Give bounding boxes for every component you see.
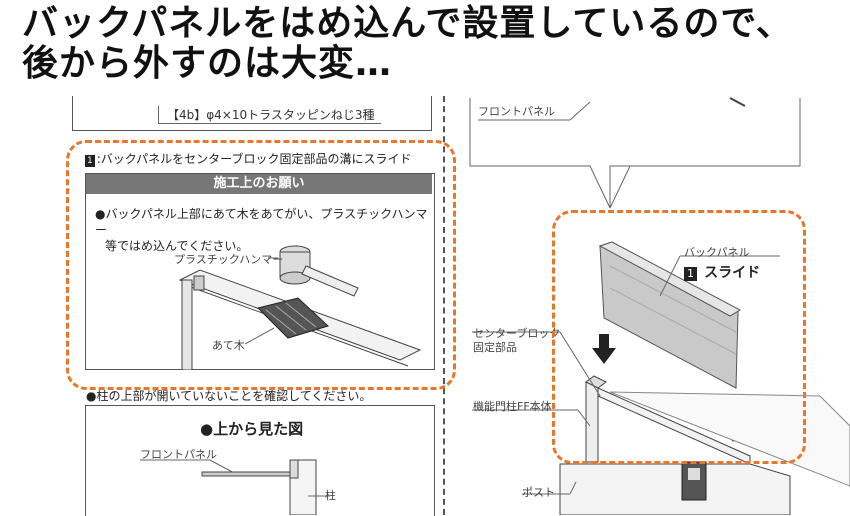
bottom-box: [85, 405, 435, 516]
page-divider: [443, 96, 445, 515]
slide-step-number: 1: [684, 267, 697, 281]
spec-box: [72, 96, 432, 131]
post-label: ポスト: [522, 486, 555, 499]
spec-label: 【4b】φ4×10トラスタッピンねじ3種: [158, 106, 381, 124]
caption-line-2: 後から外すのは大変…: [22, 43, 393, 84]
note-box: [85, 173, 435, 370]
gate-body-label: 機能門柱FF本体: [473, 400, 552, 413]
highlight-left: [66, 140, 456, 390]
back-panel-label: バックパネル: [684, 246, 750, 259]
caption: バックパネルをはめ込んで設置しているので、 後から外すのは大変…: [22, 4, 793, 84]
highlight-right: [552, 210, 806, 464]
step-text: :バックパネルをセンターブロック固定部品の溝にスライド: [96, 152, 412, 166]
pillar-label: 柱: [325, 489, 336, 502]
note-line-1: ●バックパネル上部にあて木をあてがい、プラスチックハンマー: [95, 207, 428, 237]
top-view-drawing: [140, 459, 330, 515]
hammer-label: プラスチックハンマー: [174, 253, 284, 266]
step-number: 1: [85, 155, 95, 167]
center-block-label-1: センターブロック: [473, 327, 561, 340]
wood-block-drawing: [257, 297, 329, 339]
wood-label: あて木: [212, 339, 245, 352]
note-header: 施工上のお願い: [86, 174, 432, 194]
callout-bubble: [469, 97, 801, 209]
right-illustration: [469, 97, 850, 515]
center-block-label-2: 固定部品: [473, 341, 517, 354]
check-text: ●柱の上部が開いていないことを確認してください。: [86, 389, 372, 403]
slide-text: スライド: [704, 265, 761, 281]
top-view-title: ●上から見た図: [200, 420, 304, 438]
slide-label: 1 スライド: [684, 262, 760, 282]
front-panel-label-left: フロントパネル: [140, 448, 217, 461]
center-block-label: センターブロック 固定部品: [473, 327, 560, 355]
hammer-illustration: [178, 245, 422, 370]
back-panel-drawing: [598, 241, 742, 389]
front-panel-label-right: フロントパネル: [478, 105, 555, 118]
caption-line-1: バックパネルをはめ込んで設置しているので、: [22, 3, 793, 44]
hammer-drawing: [279, 245, 359, 297]
note-text: ●バックパネル上部にあて木をあてがい、プラスチックハンマー 等ではめ込んでくださ…: [95, 206, 430, 254]
note-line-2: 等ではめ込んでください。: [105, 239, 249, 253]
down-arrow-left: [592, 334, 616, 364]
step-title: 1:バックパネルをセンターブロック固定部品の溝にスライド: [85, 150, 411, 167]
